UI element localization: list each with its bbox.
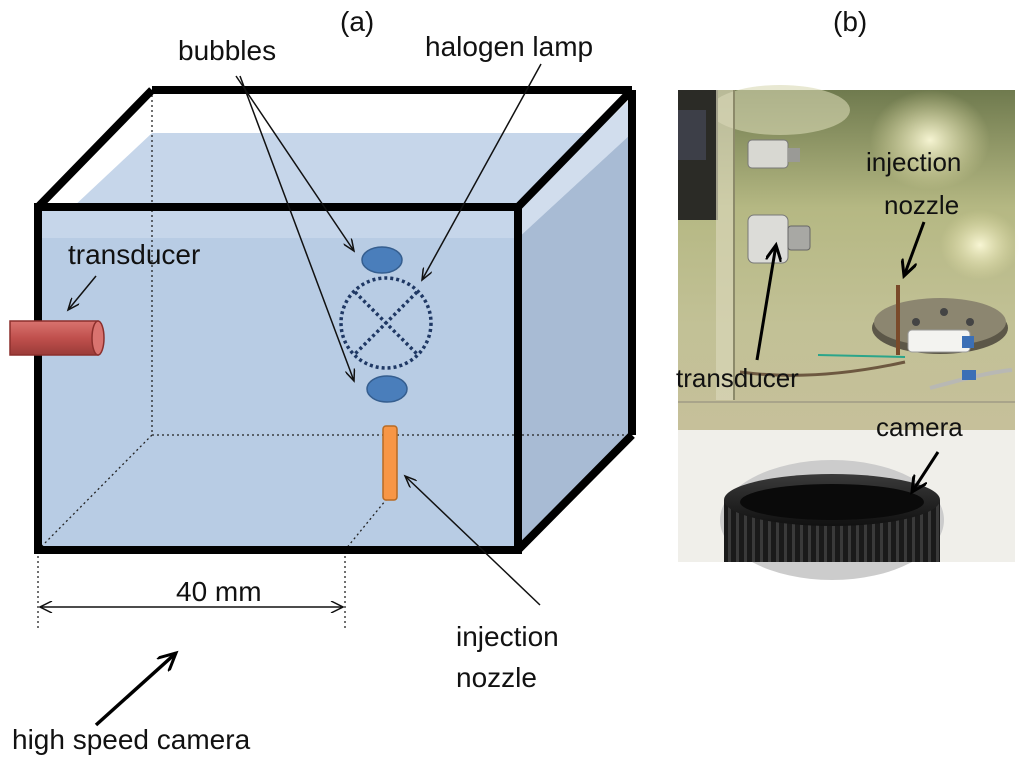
bubbles-label: bubbles: [178, 35, 277, 66]
bubble-lower: [366, 375, 408, 403]
panel-a-label: (a): [340, 6, 375, 37]
photo-transducer-label: transducer: [676, 363, 799, 393]
tank-frame: [34, 86, 636, 554]
bubbles-arrow-lower: [239, 75, 354, 381]
panel-b-label: (b): [833, 6, 868, 37]
halogen-lamp-arrow: [422, 63, 542, 280]
bubble-upper: [361, 246, 403, 274]
water-volume: [38, 97, 632, 550]
injection-nozzle-label-line2: nozzle: [456, 662, 537, 693]
halogen-lamp-label: halogen lamp: [425, 31, 594, 62]
photo-injection-label-line1: injection: [866, 147, 962, 177]
photo-camera-label: camera: [876, 412, 963, 442]
dimension-40mm: [37, 556, 346, 630]
dimension-label: 40 mm: [176, 576, 262, 607]
halogen-lamp-symbol: [339, 276, 433, 370]
transducer-shape: [9, 320, 105, 356]
transducer-label: transducer: [68, 239, 201, 270]
injection-nozzle-arrow: [405, 476, 541, 606]
photo-injection-label-line2: nozzle: [884, 190, 960, 220]
camera-view-arrow: [94, 653, 176, 727]
injection-nozzle-shape: [382, 425, 398, 501]
injection-nozzle-label-line1: injection: [456, 621, 559, 652]
high-speed-camera-label: high speed camera: [12, 724, 251, 755]
bubbles-arrow-upper: [235, 75, 354, 251]
transducer-arrow: [68, 275, 97, 310]
annotation-arrows: [68, 63, 542, 606]
